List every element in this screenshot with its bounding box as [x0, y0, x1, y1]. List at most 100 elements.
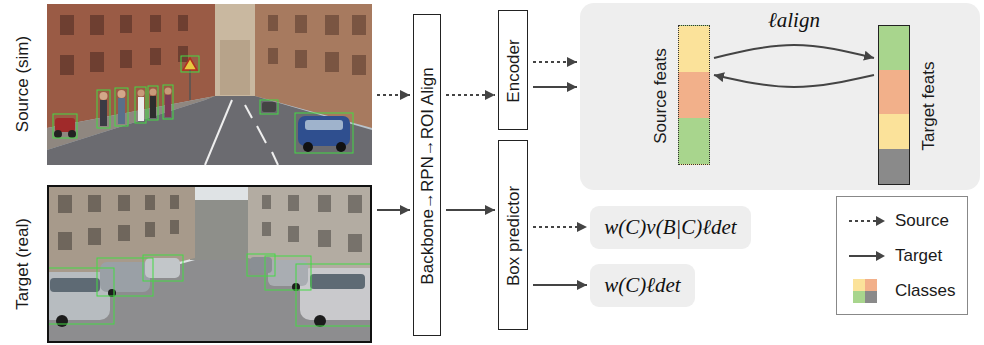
illustration-part [56, 315, 68, 327]
legend-label: Target [895, 246, 942, 266]
illustration-part [143, 255, 183, 281]
illustration-part [165, 95, 171, 117]
illustration-part [50, 278, 100, 292]
connector-arrow [533, 226, 587, 228]
illustration-part [163, 85, 173, 119]
loss-box: w(C)v(B|C)ℓdet [590, 206, 751, 249]
illustration-part [53, 114, 77, 138]
connector-arrow [533, 86, 577, 88]
illustration-part [58, 195, 179, 250]
illustration-part [120, 15, 132, 33]
illustration-part [336, 142, 346, 152]
illustration-part [55, 118, 75, 132]
legend-sample [847, 278, 887, 304]
legend-item: Target [847, 238, 955, 273]
source-photo [47, 4, 372, 165]
connector-arrow [714, 45, 874, 58]
illustration-part [138, 90, 145, 97]
feature-panel: ℓalignSource feats Target feats [580, 3, 980, 190]
vertical-label: Source (sim) [13, 36, 33, 132]
illustration-part [178, 46, 188, 62]
illustration-part [150, 15, 161, 32]
illustration-part [318, 195, 331, 212]
box-label: w(C)v(B|C)ℓdet [604, 215, 736, 239]
illustration-part [295, 113, 353, 153]
illustration-part [150, 48, 161, 65]
illustration-part [262, 195, 362, 252]
illustration-part [145, 222, 155, 237]
legend-arrowhead [876, 251, 885, 261]
illustration-part [178, 15, 188, 31]
illustration-part [165, 88, 172, 95]
illustration-part [257, 126, 266, 143]
legend-label: Classes [895, 281, 955, 301]
class-square [865, 291, 877, 303]
illustration-part [100, 100, 107, 126]
image-panel: Target (real) [47, 185, 372, 343]
illustration-part [135, 87, 146, 123]
illustration-part [305, 120, 343, 130]
class-square [853, 291, 865, 303]
illustration-part [348, 234, 362, 252]
vertical-label: Backbone→RPN→ROI Align [418, 67, 438, 284]
illustration-part [298, 116, 350, 146]
legend-sample [847, 208, 887, 234]
connector-arrow [446, 209, 495, 211]
illustration-part [47, 254, 372, 326]
illustration-part [295, 50, 307, 68]
illustration-part [118, 90, 126, 98]
vertical-label: Target (real) [13, 218, 33, 310]
legend-label: Source [895, 211, 949, 231]
loss-box: w(C)ℓdet [590, 264, 695, 307]
connector-arrow [533, 284, 587, 286]
illustration-part [115, 88, 128, 126]
illustration-part [100, 92, 108, 100]
process-box: Backbone→RPN→ROI Align [413, 14, 441, 336]
illustration-part [181, 56, 199, 72]
illustration-part [205, 100, 232, 165]
illustration-part [268, 15, 278, 31]
vertical-label: Source feats [651, 48, 671, 143]
legend-line [849, 220, 877, 222]
illustration-part [189, 70, 191, 100]
illustration-part [262, 222, 271, 236]
illustration-part [118, 225, 130, 241]
vertical-label: Target feats [919, 62, 939, 151]
vertical-label: Encoder [504, 39, 524, 102]
illustration-part [318, 230, 331, 247]
illustration-part [118, 98, 125, 124]
illustration-part [145, 258, 180, 278]
illustration-part [58, 195, 72, 213]
illustration-part [48, 186, 371, 342]
illustration-part [120, 50, 132, 68]
illustration-part [88, 195, 101, 212]
connector-arrow [377, 209, 410, 211]
process-box: Encoder [498, 10, 528, 130]
illustration-part [265, 256, 311, 290]
illustration-part [352, 15, 366, 35]
class-square [865, 279, 877, 291]
connector-arrow [714, 75, 874, 87]
legend-arrowhead [876, 216, 885, 226]
illustration-part [60, 15, 188, 75]
illustration-part [288, 226, 299, 242]
illustration-part [220, 40, 250, 95]
illustration-part [118, 195, 130, 211]
legend-line [849, 255, 877, 257]
class-square [853, 279, 865, 291]
illustration-part [352, 55, 366, 75]
illustration-part [325, 15, 339, 35]
illustration-part [54, 130, 62, 138]
legend-item: Classes [847, 273, 955, 308]
illustration-part [247, 254, 275, 276]
box-label: ℓalign [768, 8, 820, 32]
illustration-part [170, 195, 179, 209]
illustration-part [60, 55, 74, 75]
illustration-part [148, 86, 158, 120]
illustration-part [296, 264, 372, 326]
legend-box: SourceTargetClasses [836, 196, 968, 315]
legend-item: Source [847, 203, 955, 238]
illustration-part [90, 15, 104, 35]
illustration-part [54, 88, 276, 139]
illustration-part [260, 100, 278, 114]
